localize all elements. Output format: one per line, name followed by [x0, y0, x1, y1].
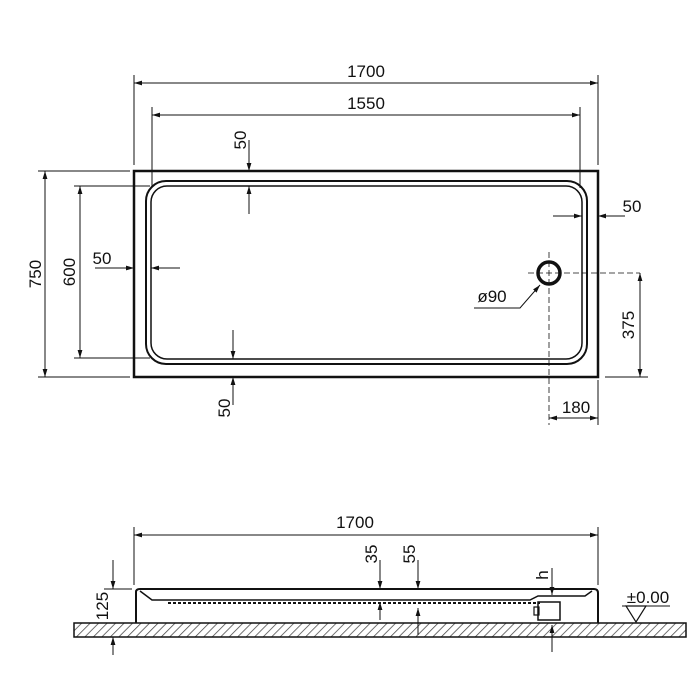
dim-depth-55: 55 — [400, 545, 419, 564]
drain-trap — [537, 601, 561, 621]
dim-rim-left: 50 — [93, 249, 112, 268]
level-marker-icon — [624, 605, 648, 624]
dim-side-height: 125 — [93, 592, 112, 620]
dim-overall-length: 1700 — [347, 62, 385, 81]
floor-slab — [73, 622, 687, 638]
dim-h: h — [533, 570, 552, 579]
dim-rim-right: 50 — [623, 197, 642, 216]
basin-floor-profile — [139, 590, 593, 601]
basin-outer-edge — [145, 180, 588, 365]
dim-drain-offset-x: 180 — [562, 398, 590, 417]
tray-outline — [132, 169, 600, 379]
drain-leader-line — [474, 284, 541, 309]
dim-drain-offset-y: 375 — [619, 311, 638, 339]
side-view: 1700 125 35 55 h ±0.00 — [73, 513, 687, 655]
dim-side-length: 1700 — [336, 513, 374, 532]
dim-rim-top: 50 — [231, 131, 250, 150]
dim-inner-length: 1550 — [347, 94, 385, 113]
dim-overall-width: 750 — [26, 260, 45, 288]
plan-view: 1700 1550 750 600 50 50 50 50 ø90 — [26, 62, 648, 425]
tray-profile — [135, 588, 599, 623]
dim-inner-width: 600 — [60, 258, 79, 286]
basin-inner-edge — [150, 185, 583, 360]
dim-rim-bottom: 50 — [215, 399, 234, 418]
floor-level-label: ±0.00 — [627, 588, 669, 607]
dim-drain-diameter: ø90 — [477, 287, 506, 306]
drain-trap-outlet — [533, 606, 540, 616]
dim-depth-35: 35 — [362, 545, 381, 564]
